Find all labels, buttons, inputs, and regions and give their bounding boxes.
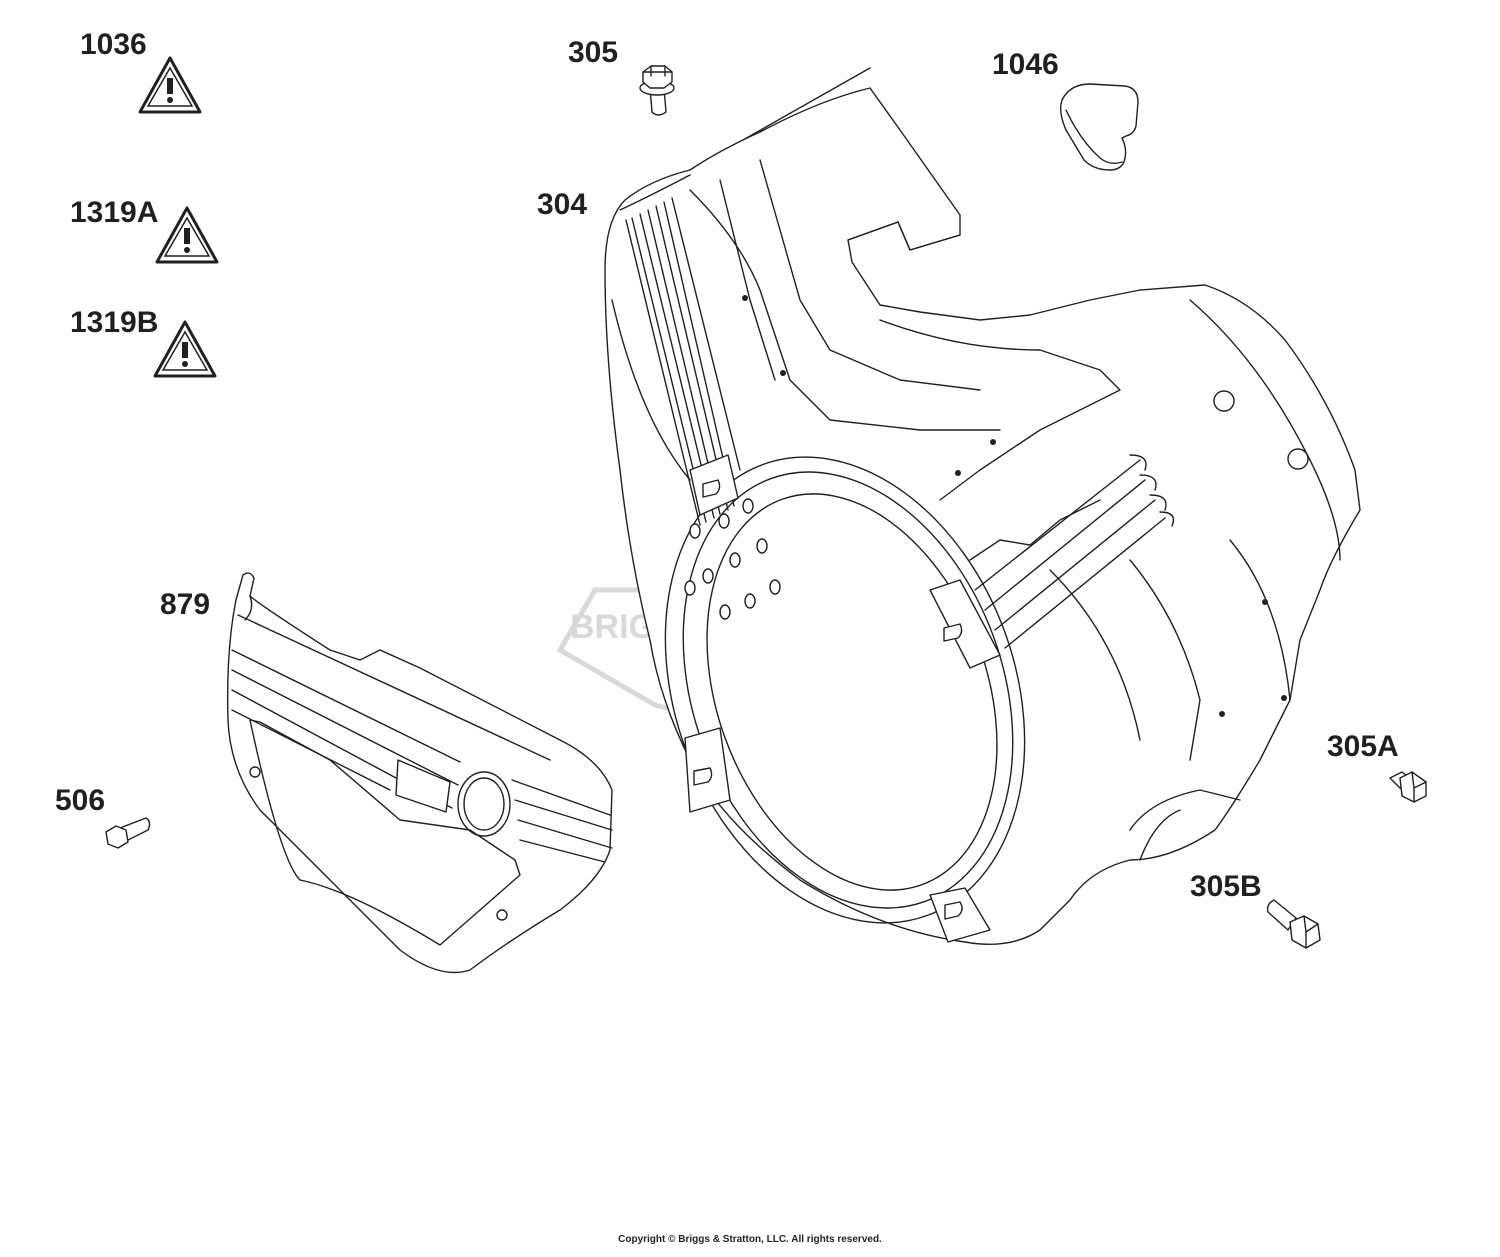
callout-305: 305 [568, 36, 619, 69]
callout-879: 879 [160, 588, 211, 621]
warning-triangle-icon [155, 206, 219, 264]
part-304-blower-housing [604, 67, 1361, 945]
callout-1046: 1046 [992, 48, 1059, 81]
callout-1319a: 1319A [70, 196, 159, 229]
callout-1036: 1036 [80, 28, 147, 61]
hex-flange-screw-icon [1389, 771, 1427, 803]
callout-506: 506 [55, 784, 106, 817]
part-879-cover [226, 572, 613, 974]
warning-triangle-icon [138, 56, 202, 114]
callout-305a: 305A [1327, 730, 1399, 763]
callout-304: 304 [537, 188, 588, 221]
hex-flange-screw-icon [105, 817, 151, 849]
hex-flange-screw-icon [639, 65, 675, 116]
copyright-notice: Copyright © Briggs & Stratton, LLC. All … [618, 1234, 882, 1245]
part-1046-cover [1059, 83, 1139, 171]
callout-305b: 305B [1190, 870, 1262, 903]
hex-flange-screw-icon [1266, 899, 1321, 949]
callout-1319b: 1319B [70, 306, 159, 339]
warning-triangle-icon [153, 320, 217, 378]
